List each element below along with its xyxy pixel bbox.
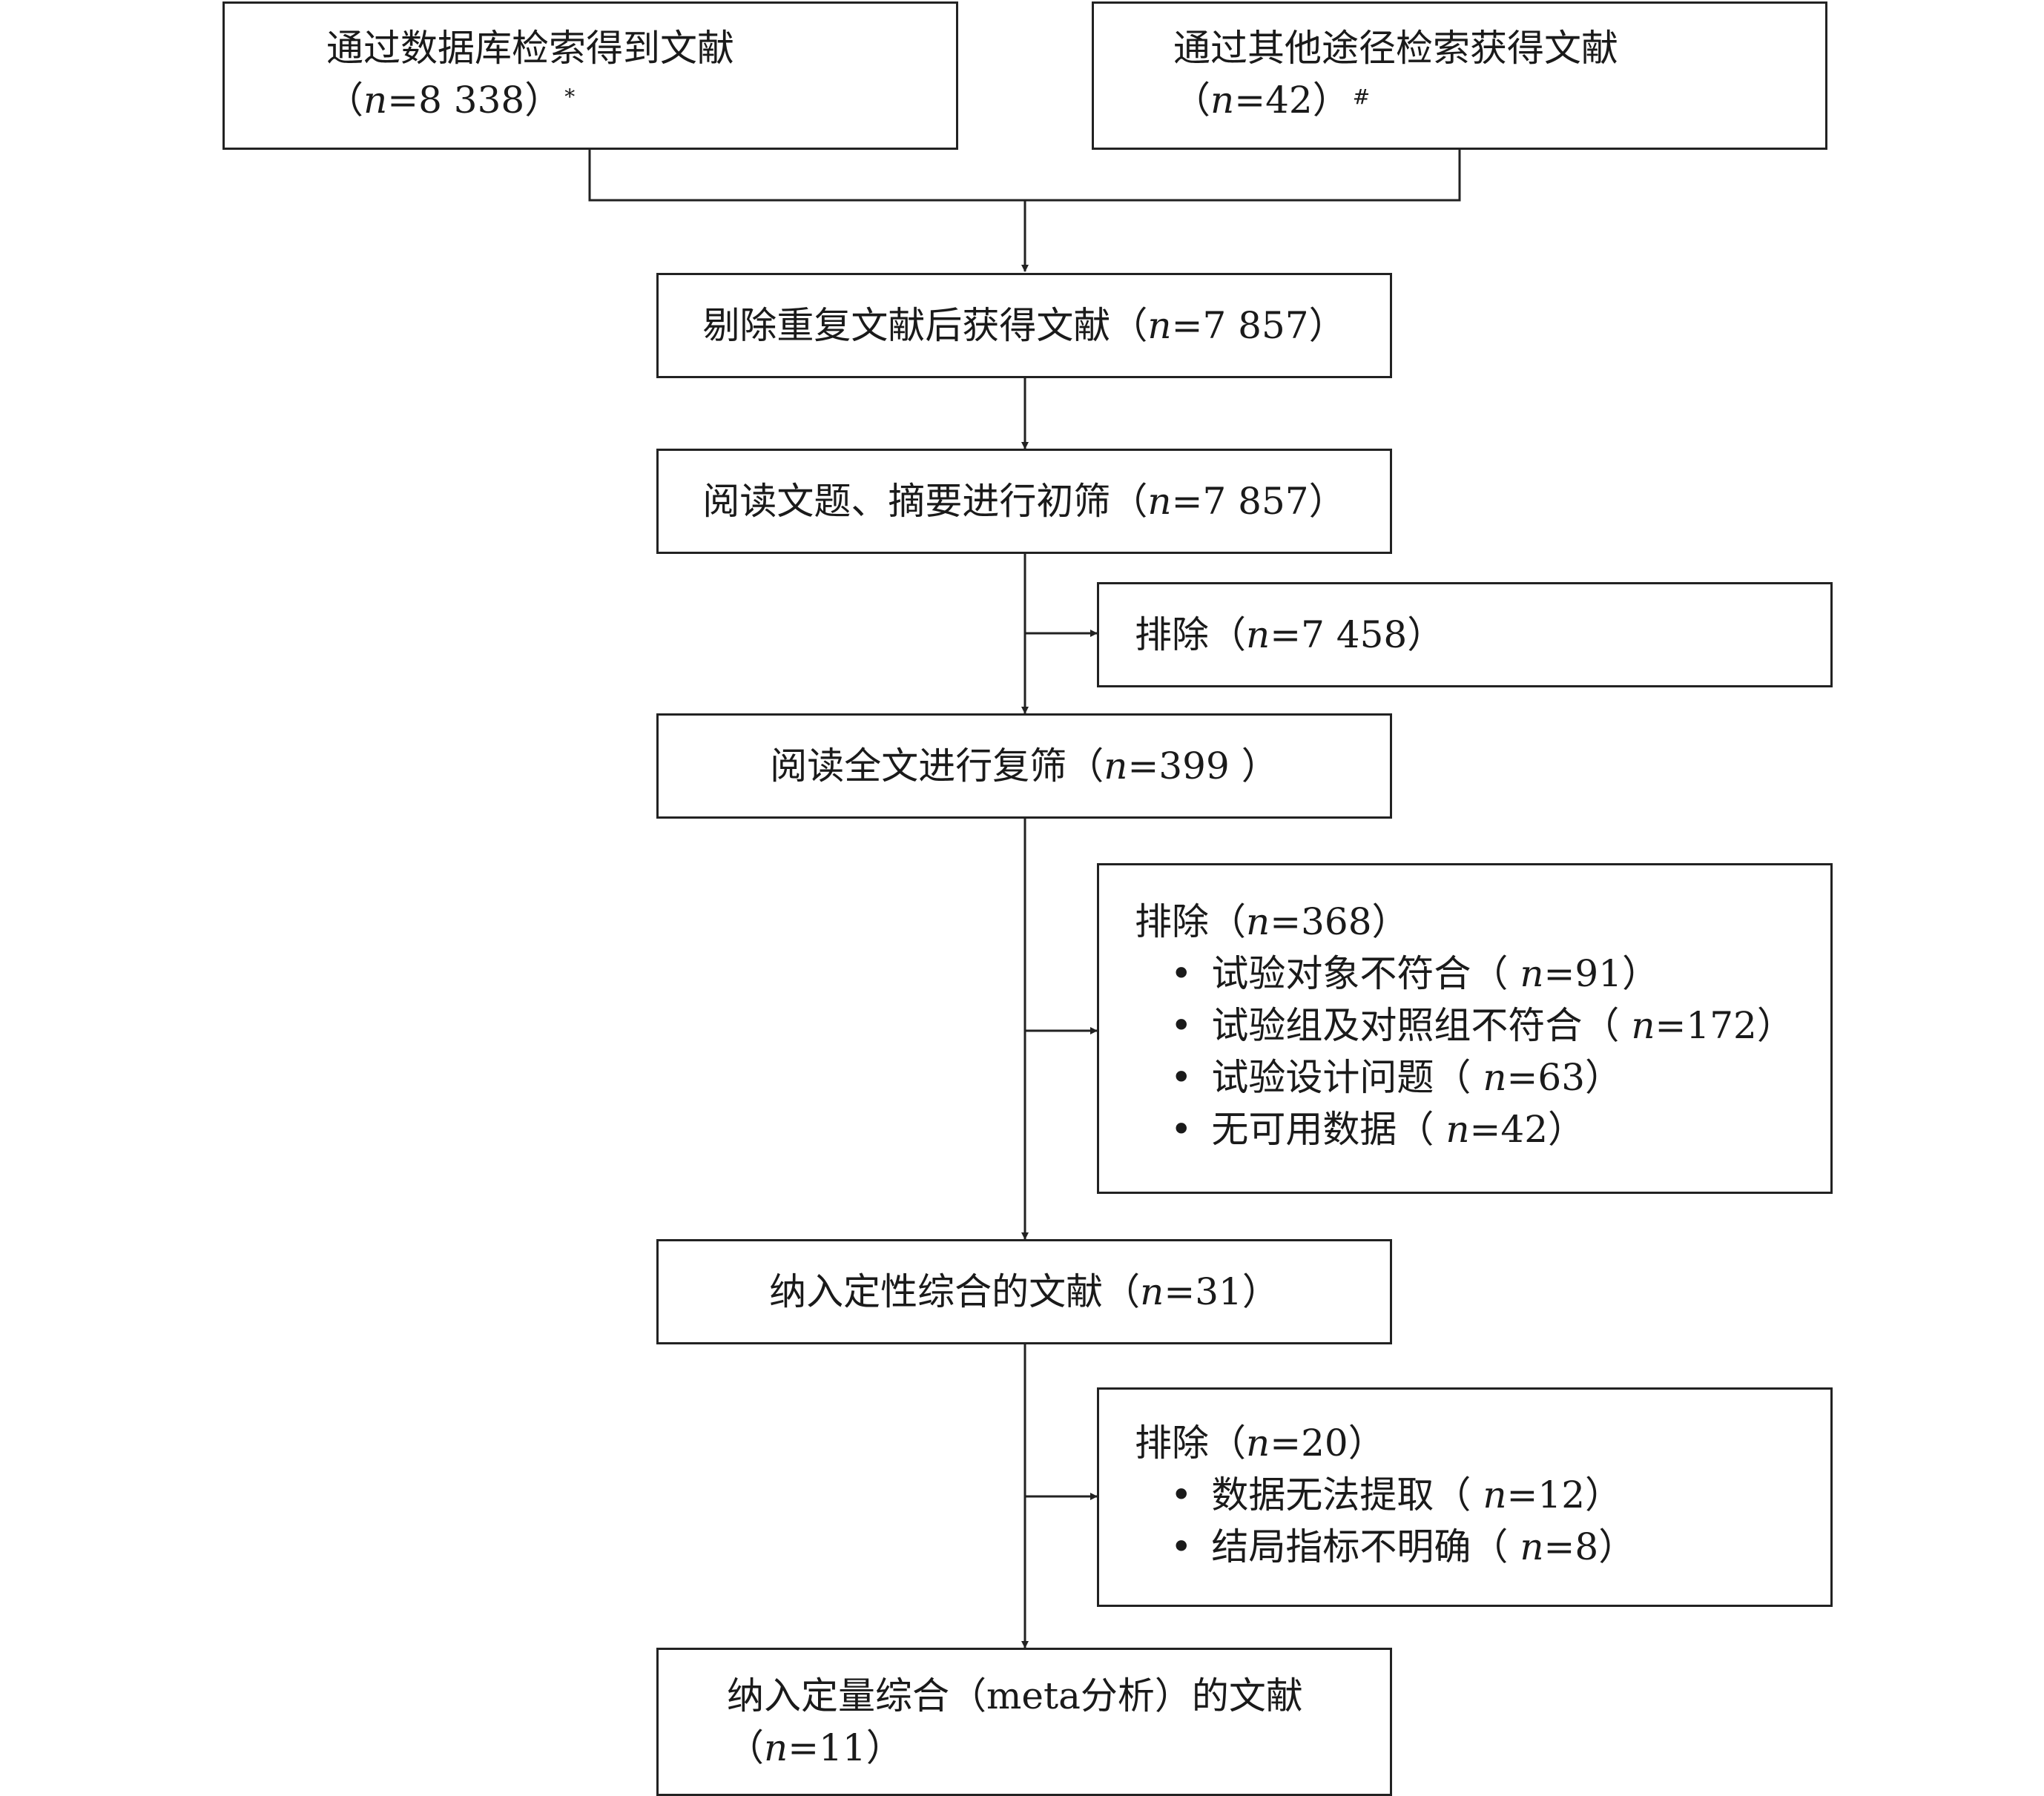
database-search-title: 通过数据库检索得到文献 [326, 27, 734, 70]
box-database-search [222, 1, 958, 150]
box-title-abstract-screening [656, 449, 1392, 554]
full-text-screening-label: 阅读全文进行复筛（n=399 ） [770, 745, 1279, 788]
box-exclusion-1 [1097, 582, 1833, 687]
footnote-mark-asterisk: * [564, 85, 576, 109]
other-sources-title: 通过其他途径检索获得文献 [1173, 27, 1618, 70]
exclusion-3-reason: 数据无法提取（ n=12） [1170, 1469, 1622, 1521]
footnote-mark-hash: # [1352, 85, 1371, 109]
qualitative-synthesis-label: 纳入定性综合的文献（n=31） [769, 1270, 1279, 1313]
quantitative-synthesis-count: （n=11） [727, 1726, 903, 1769]
exclusion-2-reason: 无可用数据（ n=42） [1170, 1103, 1585, 1155]
quantitative-synthesis-title: 纳入定量综合（meta分析）的文献 [727, 1674, 1303, 1717]
exclusion-3-reason: 结局指标不明确（ n=8） [1170, 1521, 1635, 1573]
exclusion-3-label: 排除（n=20） [1135, 1422, 1385, 1465]
merge-connector [588, 149, 1461, 202]
exclusion-2-reason: 试验对象不符合（ n=91） [1170, 948, 1659, 1000]
box-quantitative-synthesis [656, 1648, 1392, 1796]
box-full-text-screening [656, 713, 1392, 819]
exclusion-2-label: 排除（n=368） [1135, 900, 1409, 943]
after-dedup-label: 剔除重复文献后获得文献（n=7 857） [702, 304, 1346, 347]
title-abstract-screening-label: 阅读文题、摘要进行初筛（n=7 857） [702, 480, 1346, 523]
exclusion-2-reason: 试验组及对照组不符合（ n=172） [1170, 1000, 1793, 1051]
database-search-count: （n=8 338）* [326, 79, 576, 122]
other-sources-count: （n=42）# [1173, 79, 1371, 122]
box-after-dedup [656, 273, 1392, 378]
box-other-sources [1092, 1, 1827, 150]
exclusion-1-label: 排除（n=7 458） [1135, 613, 1445, 656]
exclusion-2-reason: 试验设计问题（ n=63） [1170, 1051, 1622, 1103]
box-qualitative-synthesis [656, 1239, 1392, 1344]
